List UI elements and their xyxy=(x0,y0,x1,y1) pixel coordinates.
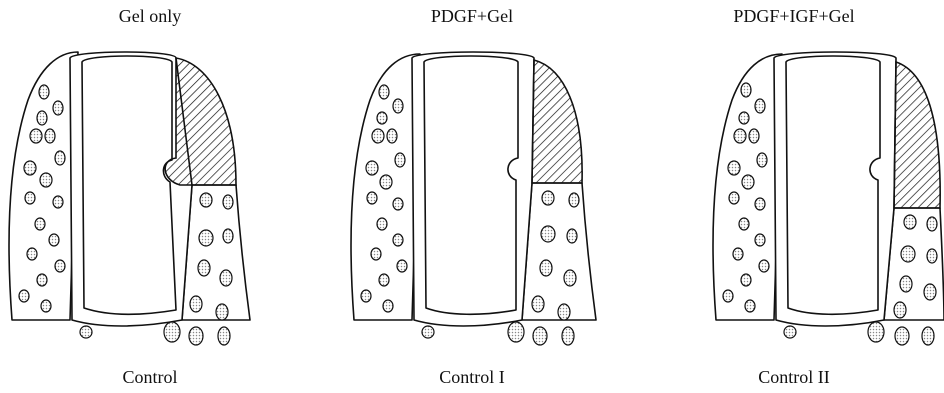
tooth-section-drawing xyxy=(322,40,622,360)
panel-bottom-label: Control II xyxy=(644,367,944,388)
hatched-defect xyxy=(532,60,582,183)
panel-top-label: PDGF+IGF+Gel xyxy=(644,6,944,27)
hatched-defect xyxy=(165,58,236,185)
panel-top-label: PDGF+Gel xyxy=(322,6,622,27)
diagram-panel-pdgf-gel: PDGF+Gel xyxy=(322,0,622,393)
tooth-section-drawing xyxy=(0,40,300,360)
root-canal xyxy=(424,56,518,314)
diagram-panel-gel-only: Gel only xyxy=(0,0,300,393)
root-canal xyxy=(82,56,176,314)
panel-bottom-label: Control I xyxy=(322,367,622,388)
panel-bottom-label: Control xyxy=(0,367,300,388)
root-canal xyxy=(786,56,880,314)
hatched-defect xyxy=(894,62,940,208)
diagram-panel-pdgf-igf-gel: PDGF+IGF+Gel xyxy=(644,0,944,393)
tooth-section-drawing xyxy=(644,40,944,360)
panel-top-label: Gel only xyxy=(0,6,300,27)
